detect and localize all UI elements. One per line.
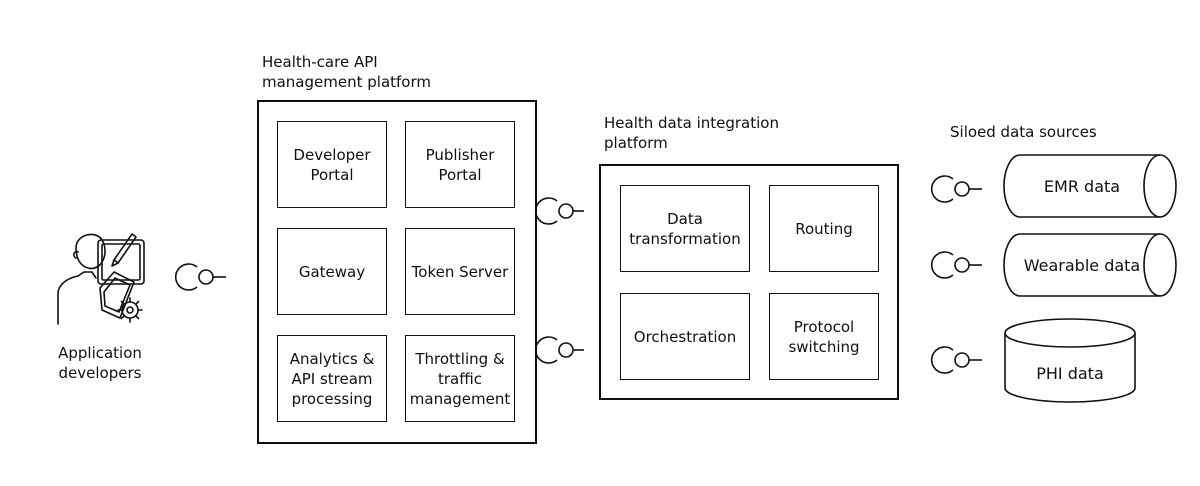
phi-data-cylinder <box>1004 318 1136 403</box>
developer-portal: Developer Portal <box>277 121 387 208</box>
orchestration: Orchestration <box>620 293 750 380</box>
orchestration-label: Orchestration <box>633 327 737 346</box>
gateway: Gateway <box>277 228 387 315</box>
interface-connector-icon <box>930 251 982 279</box>
integration-platform-title: Health data integration platform <box>604 114 779 152</box>
interface-connector-icon <box>534 336 584 364</box>
developer-label: Application developers <box>58 344 142 382</box>
data-transformation-label: Data transformation <box>629 209 741 248</box>
api-platform-title: Health-care API management platform <box>262 53 431 91</box>
interface-connector-icon <box>930 175 982 203</box>
interface-connector-icon <box>174 263 226 291</box>
publisher-portal: Publisher Portal <box>405 121 515 208</box>
interface-connector-icon <box>930 346 982 374</box>
routing: Routing <box>769 185 879 272</box>
wearable-data-cylinder <box>1003 233 1177 297</box>
throttling-traffic-management: Throttling & traffic management <box>405 335 515 422</box>
gateway-label: Gateway <box>298 262 366 281</box>
publisher-portal-label: Publisher Portal <box>425 145 495 184</box>
protocol-switching-label: Protocol switching <box>788 317 860 356</box>
phi-data-label: PHI data <box>1036 363 1104 383</box>
emr-data-cylinder <box>1003 154 1177 218</box>
data-sources-title: Siloed data sources <box>950 123 1097 141</box>
protocol-switching: Protocol switching <box>769 293 879 380</box>
throttling-label: Throttling & traffic management <box>409 349 511 408</box>
analytics-stream-processing: Analytics & API stream processing <box>277 335 387 422</box>
wearable-data-label: Wearable data <box>1023 255 1141 275</box>
routing-label: Routing <box>795 219 853 238</box>
developer-portal-label: Developer Portal <box>293 145 371 184</box>
analytics-label: Analytics & API stream processing <box>289 349 375 408</box>
token-server: Token Server <box>405 228 515 315</box>
data-transformation: Data transformation <box>620 185 750 272</box>
developer-icon <box>48 226 160 328</box>
token-server-label: Token Server <box>411 262 509 281</box>
interface-connector-icon <box>534 197 584 225</box>
emr-data-label: EMR data <box>1043 176 1121 196</box>
